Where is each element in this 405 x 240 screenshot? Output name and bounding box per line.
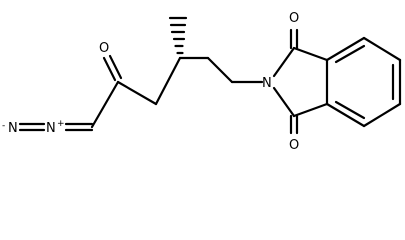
ring-bond-top-left xyxy=(325,36,366,62)
imide-nitrogen-label: N xyxy=(262,76,272,91)
diazo-n-terminal-label: N xyxy=(8,121,18,136)
ring-bond-bottom-left xyxy=(325,102,366,128)
structure-diagram: - N N + O N O xyxy=(2,11,402,153)
imide-top-oxygen-label: O xyxy=(289,11,299,26)
ring-bond-bottom-right xyxy=(362,102,402,128)
diazo-n-central-charge: + xyxy=(57,119,65,129)
imide-bottom-oxygen-label: O xyxy=(289,138,299,153)
bond-ch2-to-ch2 xyxy=(206,56,234,84)
bond-ch-to-carbonyl xyxy=(90,80,120,129)
carbon-chain xyxy=(154,56,264,106)
ring-bond-top-right xyxy=(362,36,402,62)
bond-top-carbonyl-to-ring xyxy=(292,46,329,62)
diazo-n-terminal-charge: - xyxy=(2,121,5,131)
ring-inner-bond-bottom-left xyxy=(334,100,366,120)
methyl-hashed-wedge xyxy=(168,16,188,55)
phthalimide-group: N O O xyxy=(262,11,402,153)
carbonyl-co-bond-a xyxy=(102,56,117,82)
bond-ch2-to-stereocenter xyxy=(154,56,182,106)
diazo-group: - N N + xyxy=(2,119,94,136)
diazo-n-central-label: N xyxy=(46,121,56,136)
carbonyl-co-bond-b xyxy=(108,54,123,80)
bond-carbonyl-to-ch2 xyxy=(116,80,158,106)
bond-n-to-bottom-carbonyl xyxy=(272,86,296,118)
bond-bottom-carbonyl-to-ring xyxy=(292,102,329,118)
ring-inner-bond-top-left xyxy=(334,44,366,64)
ketone-oxygen-label: O xyxy=(99,41,109,56)
bond-n-to-top-carbonyl xyxy=(272,46,296,78)
ketone-group: O xyxy=(90,41,158,129)
